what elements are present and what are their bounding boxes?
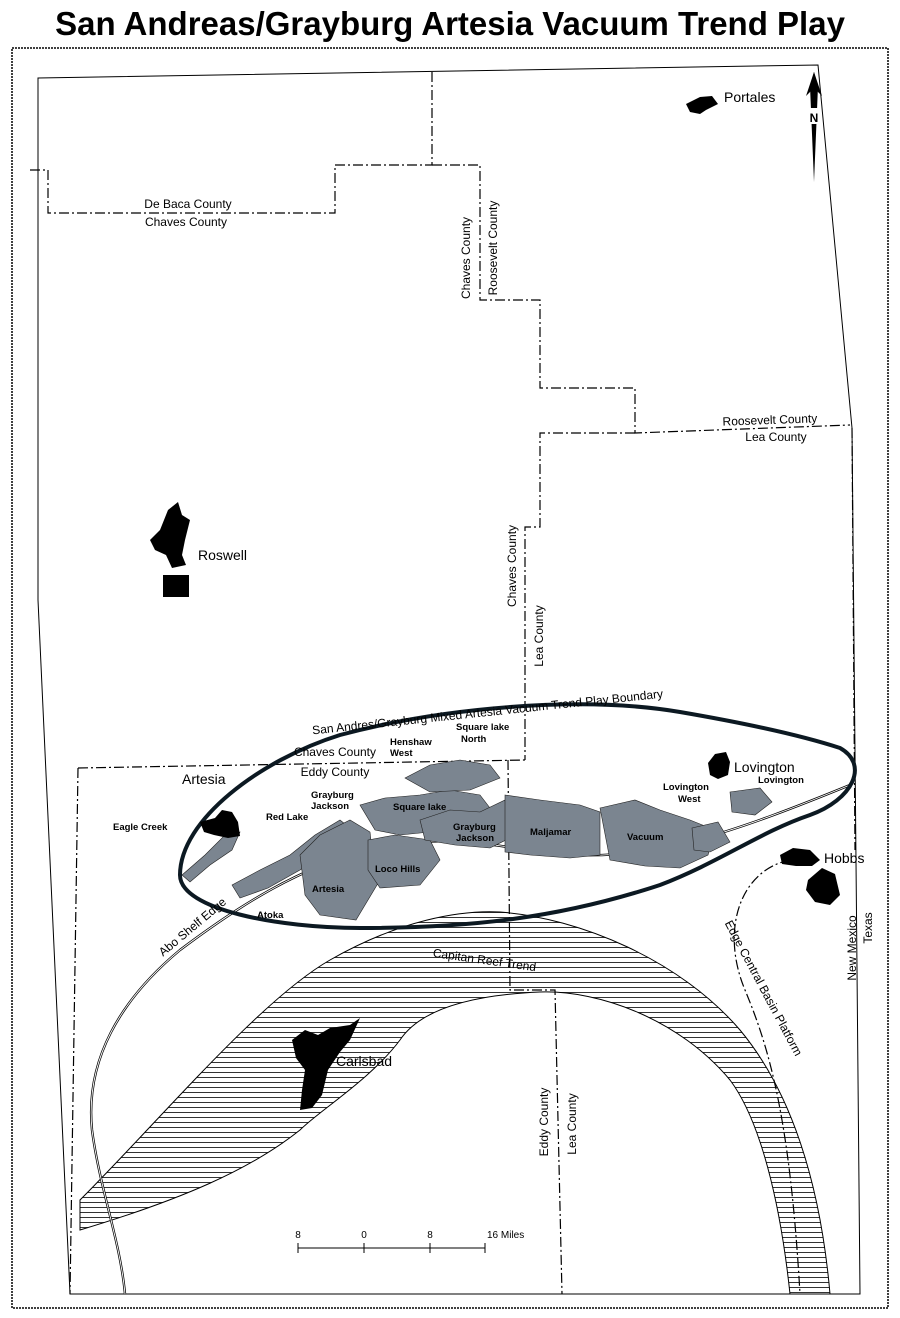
- county-line-chaves-roosevelt: [432, 164, 851, 434]
- label-field-maljamar: Maljamar: [530, 827, 571, 838]
- label-field-grayburg-jackson-1: Grayburg: [311, 790, 354, 801]
- field-maljamar: [504, 794, 601, 859]
- city-lovington-shape: [708, 752, 730, 779]
- label-eddy-county-play: Eddy County: [301, 765, 370, 779]
- label-hobbs: Hobbs: [824, 850, 864, 866]
- label-roosevelt-county-east: Roosevelt County: [486, 201, 500, 296]
- play-boundary-line: [177, 702, 857, 931]
- label-field-lovington: Lovington: [758, 775, 804, 786]
- label-chaves-county-lea-west: Chaves County: [505, 525, 519, 607]
- north-arrow-head: [806, 72, 822, 96]
- capitan-reef-trend-area: [79, 911, 831, 1295]
- cities: [150, 96, 840, 1110]
- label-field-lovington-west-2: West: [678, 794, 701, 805]
- label-field-eagle-creek: Eagle Creek: [113, 822, 168, 833]
- city-roswell-shape: [150, 502, 190, 568]
- label-artesia: Artesia: [182, 771, 226, 787]
- scale-tick-zero: 0: [361, 1230, 367, 1241]
- state-outline: [37, 64, 861, 1295]
- map-title: San Andreas/Grayburg Artesia Vacuum Tren…: [55, 5, 845, 42]
- label-field-lovington-west-1: Lovington: [663, 782, 709, 793]
- field-lovington: [729, 787, 773, 816]
- field-henshaw-west: [404, 759, 501, 793]
- label-new-mexico: New Mexico: [845, 915, 859, 981]
- label-abo-shelf-edge: Abo Shelf Edge: [156, 895, 229, 960]
- label-field-grayburg-jackson-e1: Grayburg: [453, 822, 496, 833]
- city-carlsbad-shape: [292, 1018, 360, 1110]
- label-field-square-lake-north-1: Square lake: [456, 722, 509, 733]
- label-field-loco-hills: Loco Hills: [375, 864, 420, 875]
- label-lea-county-east: Lea County: [532, 605, 546, 666]
- label-eddy-county-south: Eddy County: [537, 1088, 551, 1157]
- county-line-chaves-lea: [524, 432, 635, 760]
- north-arrow: N: [806, 72, 822, 182]
- label-field-grayburg-jackson-2: Jackson: [311, 801, 349, 812]
- label-field-red-lake: Red Lake: [266, 812, 308, 823]
- county-line-eddy-lea: [507, 759, 563, 1295]
- label-lovington: Lovington: [734, 759, 795, 775]
- label-field-atoka: Atoka: [257, 910, 284, 921]
- eddy-west-line: [69, 767, 79, 1295]
- label-field-square-lake: Square lake: [393, 802, 446, 813]
- map-frame: [11, 47, 889, 1309]
- label-carlsbad: Carlsbad: [336, 1053, 392, 1069]
- field-lovington-west: [691, 821, 731, 853]
- county-line-chaves-eddy: [77, 759, 526, 769]
- city-hobbs-south-shape: [806, 868, 840, 905]
- city-hobbs-shape: [780, 848, 820, 866]
- oil-fields: [181, 759, 773, 921]
- scale-bar: 8 0 8 16 Miles: [295, 1230, 524, 1253]
- city-portales-shape: [686, 96, 718, 114]
- label-portales: Portales: [724, 89, 775, 105]
- label-chaves-county-play: Chaves County: [294, 745, 376, 759]
- scale-tick-mid: 8: [427, 1230, 433, 1241]
- city-roswell-annex-shape: [163, 575, 189, 597]
- label-lea-county-north: Lea County: [745, 430, 806, 444]
- label-field-square-lake-north-2: North: [461, 734, 487, 745]
- north-arrow-label: N: [810, 111, 819, 125]
- county-line-debaca-chaves: [30, 70, 433, 214]
- field-eagle-creek: [181, 831, 241, 883]
- label-chaves-county-south: Chaves County: [145, 215, 227, 229]
- label-field-grayburg-jackson-e2: Jackson: [456, 833, 494, 844]
- label-roswell: Roswell: [198, 547, 247, 563]
- central-basin-platform-edge: [733, 859, 801, 1295]
- label-field-artesia: Artesia: [312, 884, 345, 895]
- label-field-henshaw-west-2: West: [390, 748, 413, 759]
- city-artesia-shape: [200, 810, 240, 838]
- label-de-baca-county: De Baca County: [144, 197, 231, 211]
- label-field-vacuum: Vacuum: [627, 832, 663, 843]
- label-lea-county-south: Lea County: [565, 1093, 579, 1154]
- state-line-nm-texas: [851, 427, 856, 851]
- label-roosevelt-county-south: Roosevelt County: [722, 411, 817, 428]
- scale-tick-left: 8: [295, 1230, 301, 1241]
- scale-tick-right: 16 Miles: [487, 1230, 524, 1241]
- label-field-henshaw-west-1: Henshaw: [390, 737, 432, 748]
- label-texas: Texas: [861, 912, 875, 943]
- field-loco-hills: [367, 834, 441, 889]
- label-chaves-county-west: Chaves County: [459, 217, 473, 299]
